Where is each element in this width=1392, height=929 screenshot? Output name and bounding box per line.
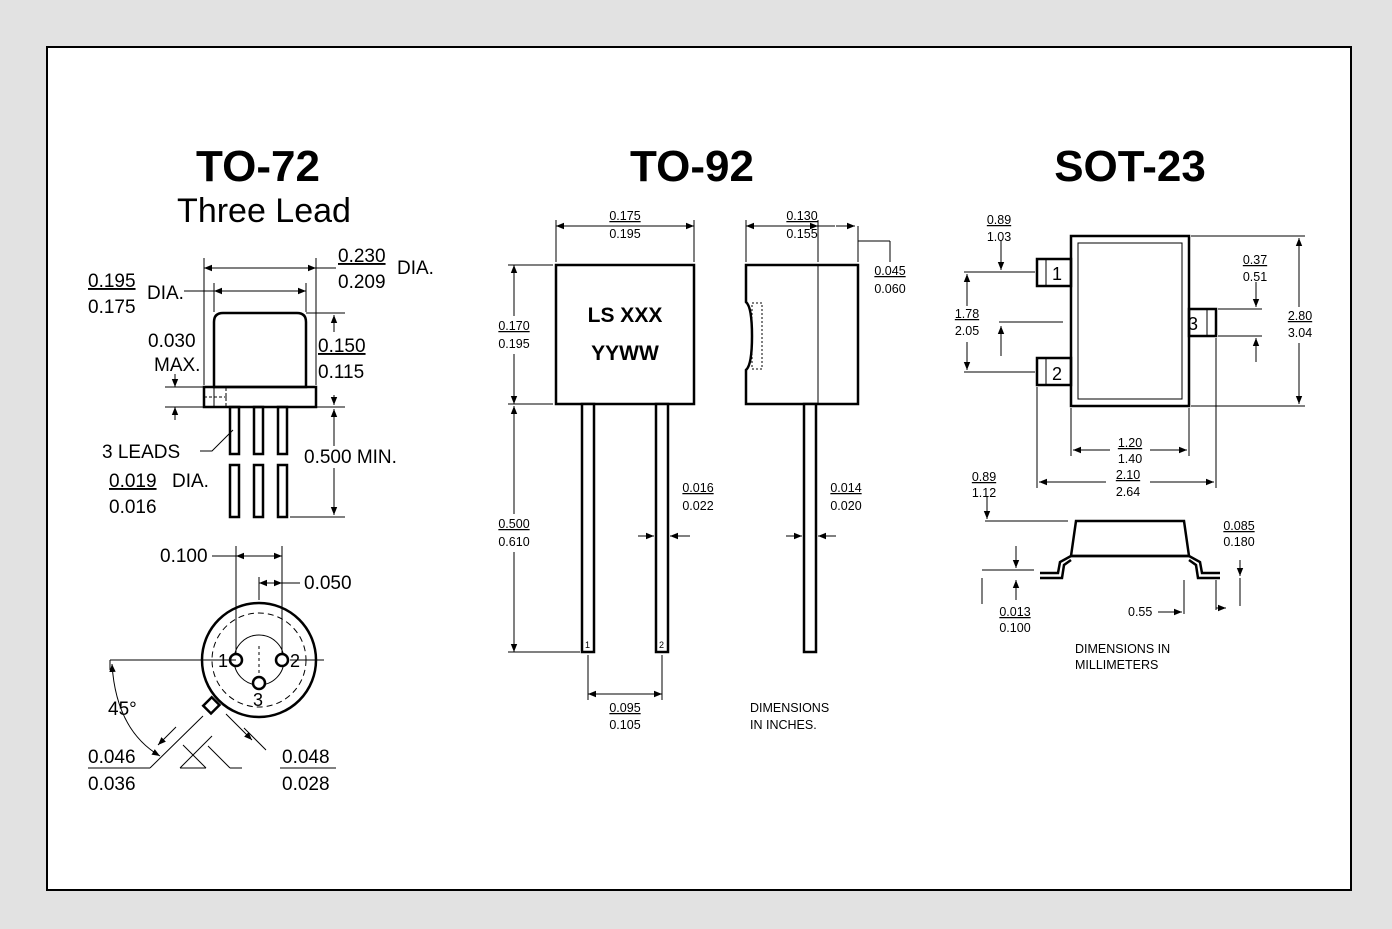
to72-pin-2: 2 [290,651,300,671]
to92-lead-t-bot: 0.020 [830,499,861,513]
to92-depth-top: 0.130 [786,209,817,223]
sot23-standoff-bot: 0.100 [999,621,1030,635]
sot23-body-w-top: 1.20 [1118,436,1142,450]
sot23-lead-2 [1035,356,1073,387]
to72-flange-val: 0.030 [148,331,196,352]
to72-lead-dia-unit: DIA. [172,471,209,492]
to92-pin-1: 1 [585,640,590,650]
to92-package: TO-92 LS XXX YYWW 1 2 0.175 0.195 0.130 … [492,142,906,732]
to92-note-line2: IN INCHES. [750,718,817,732]
to72-flange-note: MAX. [154,355,200,376]
to92-pitch-bot: 0.105 [609,718,640,732]
sot23-height-top: 0.89 [972,470,996,484]
sot23-height-bot: 1.12 [972,486,996,500]
to72-leads [228,405,289,519]
sot23-length-bot: 3.04 [1288,326,1312,340]
sot23-package: SOT-23 1 2 3 0.89 1.03 1.78 2.05 0.37 0. [949,142,1318,672]
to72-tab-w-bot: 0.036 [88,774,136,795]
to72-title: TO-72 [196,142,320,191]
to92-lead-len-top: 0.500 [498,517,529,531]
to92-width-bot: 0.195 [609,227,640,241]
to72-tab-h-top: 0.048 [282,747,330,768]
sot23-overall-w-top: 2.10 [1116,468,1140,482]
to72-pin-offset: 0.050 [304,573,352,594]
to92-lead-1 [580,402,596,654]
sot23-side-view [1040,519,1220,580]
sot23-top-body [1069,234,1191,408]
sot23-pin-1: 1 [1052,264,1062,284]
to72-lead-dia-top: 0.019 [109,471,157,492]
to72-dia-cap-bot: 0.209 [338,272,386,293]
to72-angle: 45° [108,699,137,720]
to92-mark-line1: LS XXX [588,304,663,327]
to72-dia-body-bot: 0.175 [88,297,136,318]
to92-width-top: 0.175 [609,209,640,223]
sot23-pitch-bot: 2.05 [955,324,979,338]
to72-height-bot: 0.115 [318,362,364,383]
to92-pin-2: 2 [659,640,664,650]
sot23-lead-w-top: 0.89 [987,213,1011,227]
sot23-standoff-top: 0.013 [999,605,1030,619]
to72-dia-body-unit: DIA. [147,283,184,304]
to92-side-body [744,263,860,406]
to72-dia-body-top: 0.195 [88,271,136,292]
sot23-note-line2: MILLIMETERS [1075,658,1158,672]
to92-note-line1: DIMENSIONS [750,701,829,715]
to92-title: TO-92 [630,142,754,191]
sot23-length-top: 2.80 [1288,309,1312,323]
sot23-note-line1: DIMENSIONS IN [1075,642,1170,656]
to72-pin-spacing: 0.100 [160,546,208,567]
sot23-pin-2: 2 [1052,364,1062,384]
to92-lead-t-top: 0.014 [830,481,861,495]
sot23-title: SOT-23 [1054,142,1206,191]
to92-front-body [554,263,696,406]
to92-depth-bot: 0.155 [786,227,817,241]
to92-side-lead [802,402,818,654]
to92-pitch-top: 0.095 [609,701,640,715]
to92-height-bot: 0.195 [498,337,529,351]
to92-lead-w-top: 0.016 [682,481,713,495]
sot23-pin-3: 3 [1188,314,1198,334]
to92-mark-line2: YYWW [591,342,659,365]
sot23-lead3-bot: 0.51 [1243,270,1267,284]
to72-tab-h-bot: 0.028 [282,774,330,795]
to72-pin-3: 3 [253,690,263,710]
to72-package: TO-72 Three Lead 0.230 0.209 DIA. [88,142,434,795]
sot23-foot-len: 0.55 [1128,605,1152,619]
sot23-body-w-bot: 1.40 [1118,452,1142,466]
to72-leads-label: 3 LEADS [102,442,180,463]
to72-dia-cap-unit: DIA. [397,258,434,279]
to92-lead-len-bot: 0.610 [498,535,529,549]
sot23-lead3-top: 0.37 [1243,253,1267,267]
to72-lead-dia-bot: 0.016 [109,497,157,518]
sot23-pitch-top: 1.78 [955,307,979,321]
to92-flat-bot: 0.060 [874,282,905,296]
to72-dia-cap-top: 0.230 [338,246,386,267]
sot23-foot-top: 0.085 [1223,519,1254,533]
sot23-lead-3 [1187,307,1218,338]
to72-lead-length: 0.500 MIN. [304,447,397,468]
to72-tab-w-top: 0.046 [88,747,136,768]
to92-flat-top: 0.045 [874,264,905,278]
sot23-foot-bot: 0.180 [1223,535,1254,549]
to72-can-outline [202,311,318,409]
to72-pin-1: 1 [218,651,228,671]
sot23-overall-w-bot: 2.64 [1116,485,1140,499]
sot23-lead-1 [1035,257,1073,288]
to92-lead-w-bot: 0.022 [682,499,713,513]
to92-height-top: 0.170 [498,319,529,333]
to92-lead-2 [654,402,670,654]
to72-subtitle: Three Lead [177,192,351,230]
sot23-lead-w-bot: 1.03 [987,230,1011,244]
to72-height-top: 0.150 [318,336,366,357]
